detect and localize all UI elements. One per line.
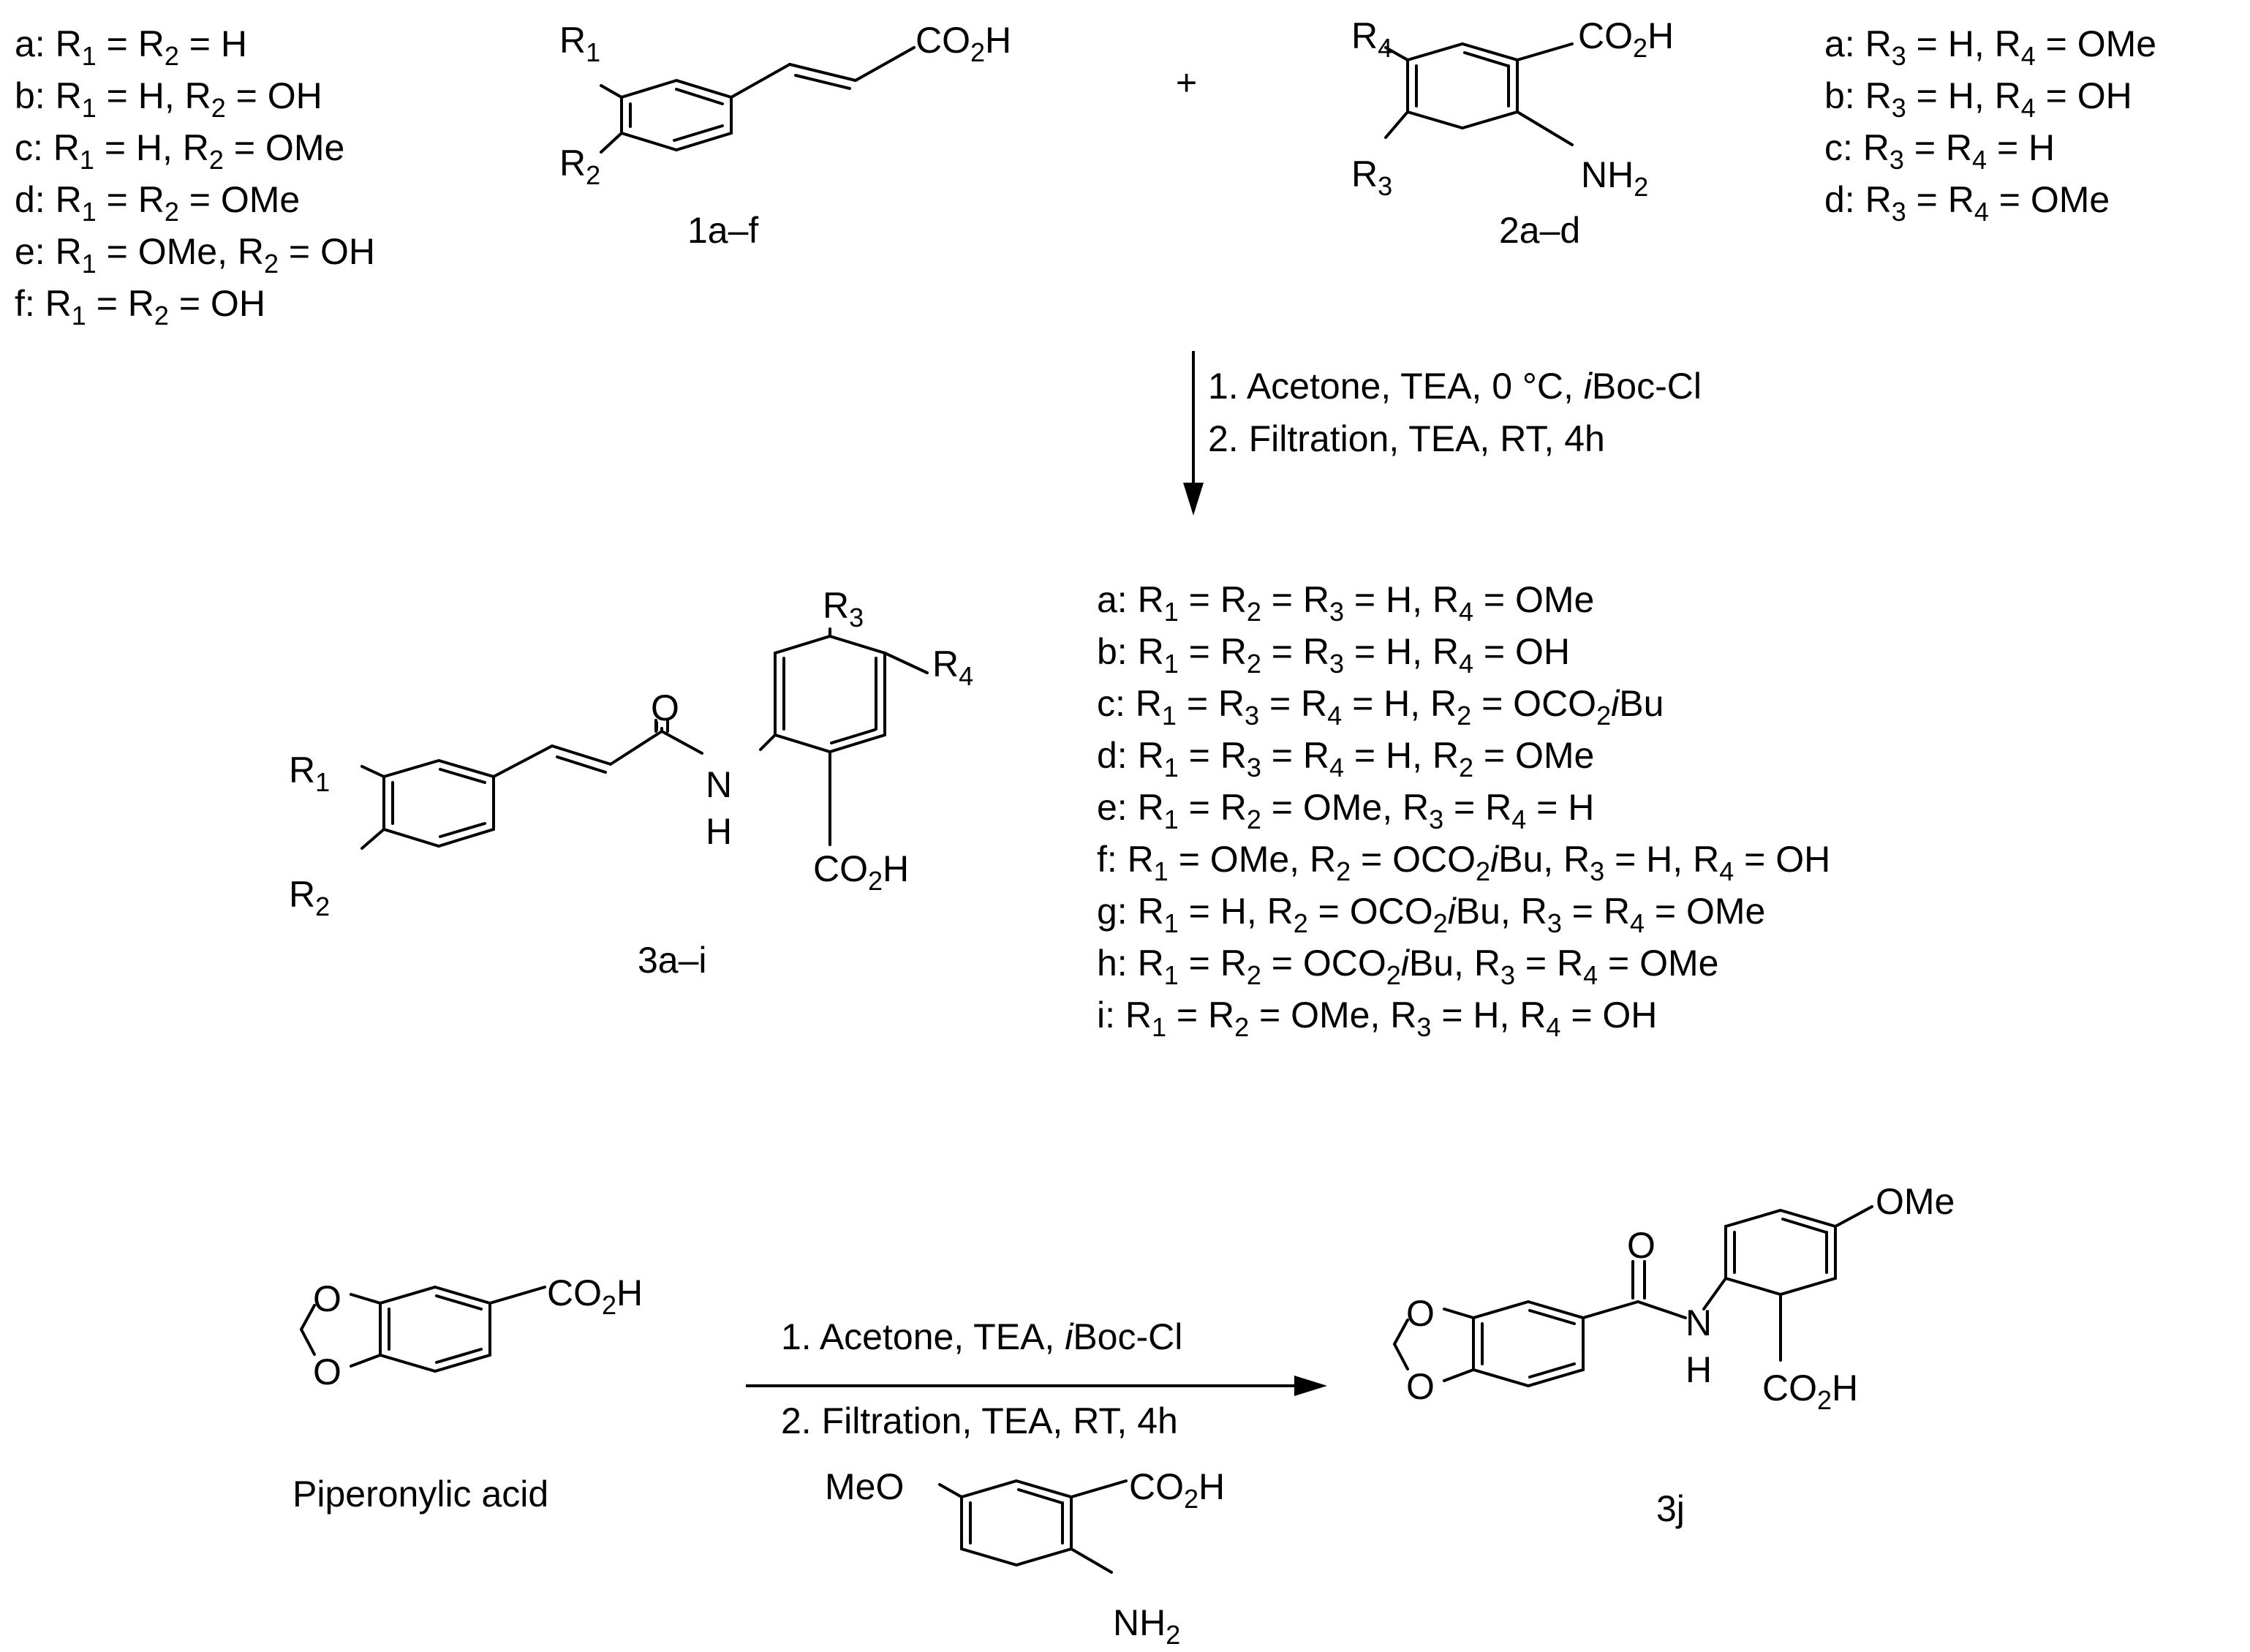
list-item: h: R1 = R2 = OCO2iBu, R3 = R4 = OMe <box>1097 943 1718 990</box>
list-item: f: R1 = OMe, R2 = OCO2iBu, R3 = H, R4 = … <box>1097 839 1830 886</box>
r3-label: R3 <box>823 585 864 633</box>
condition-step: 1. Acetone, TEA, iBoc-Cl <box>781 1316 1182 1357</box>
list-item: a: R1 = R2 = R3 = H, R4 = OMe <box>1097 579 1594 627</box>
list-item: c: R1 = H, R2 = OMe <box>15 127 344 175</box>
carboxyl-label: CO2H <box>1129 1466 1225 1514</box>
list-item: e: R1 = OMe, R2 = OH <box>15 231 375 279</box>
reaction-arrow-2 <box>746 1376 1327 1396</box>
list-item: b: R1 = R2 = R3 = H, R4 = OH <box>1097 631 1570 679</box>
list-item: i: R1 = R2 = OMe, R3 = H, R4 = OH <box>1097 995 1657 1042</box>
compound-1-structure: R1 R2 CO2H <box>559 20 1011 190</box>
amide-nitrogen: N <box>1685 1302 1712 1343</box>
carboxyl-label: CO2H <box>1578 15 1674 63</box>
list-item: g: R1 = H, R2 = OCO2iBu, R3 = R4 = OMe <box>1097 891 1765 938</box>
plus-sign: + <box>1176 62 1197 103</box>
amine-label: NH2 <box>1581 154 1648 202</box>
carbonyl-oxygen: O <box>651 687 679 728</box>
reagent-structure: MeO CO2H NH2 <box>825 1466 1225 1650</box>
list-item: f: R1 = R2 = OH <box>15 283 265 331</box>
r1-label: R1 <box>289 750 330 797</box>
conditions-1: 1. Acetone, TEA, 0 °C, iBoc-Cl 2. Filtra… <box>1208 366 1702 459</box>
list-item: c: R3 = R4 = H <box>1824 127 2055 175</box>
r4-label: R4 <box>932 644 973 691</box>
substituent-list-3: a: R1 = R2 = R3 = H, R4 = OMe b: R1 = R2… <box>1097 579 1830 1042</box>
carboxyl-label: CO2H <box>813 848 909 896</box>
carboxyl-label: CO2H <box>547 1272 643 1320</box>
oxygen-label: O <box>1406 1293 1435 1334</box>
compound-3j-structure: O O O N H OMe CO2H <box>1393 1181 1955 1415</box>
r4-label: R4 <box>1351 15 1392 63</box>
oxygen-label: O <box>1406 1366 1435 1407</box>
list-item: c: R1 = R3 = R4 = H, R2 = OCO2iBu <box>1097 683 1664 731</box>
list-item: d: R1 = R3 = R4 = H, R2 = OMe <box>1097 735 1594 782</box>
substituent-list-2: a: R3 = H, R4 = OMe b: R3 = H, R4 = OH c… <box>1824 23 2156 227</box>
amide-hydrogen: H <box>706 811 732 852</box>
amide-nitrogen: N <box>706 764 732 805</box>
compound-3-label: 3a–i <box>638 940 707 981</box>
condition-step: 2. Filtration, TEA, RT, 4h <box>781 1400 1178 1441</box>
compound-3-structure: R1 R2 R3 R4 O N H CO2H <box>289 585 973 921</box>
oxygen-label: O <box>313 1351 341 1392</box>
condition-step: 1. Acetone, TEA, 0 °C, iBoc-Cl <box>1208 366 1702 407</box>
substituent-list-1: a: R1 = R2 = H b: R1 = H, R2 = OH c: R1 … <box>15 23 375 331</box>
carbonyl-oxygen: O <box>1627 1225 1656 1266</box>
amine-label: NH2 <box>1113 1602 1180 1650</box>
carboxyl-label: CO2H <box>1762 1368 1858 1415</box>
r1-label: R1 <box>559 20 600 67</box>
methoxy-label: MeO <box>825 1466 904 1507</box>
condition-step: 2. Filtration, TEA, RT, 4h <box>1208 418 1605 459</box>
reaction-arrow-1 <box>1183 351 1204 516</box>
list-item: e: R1 = R2 = OMe, R3 = R4 = H <box>1097 787 1594 834</box>
oxygen-label: O <box>313 1278 341 1319</box>
compound-1-label: 1a–f <box>687 210 758 251</box>
amide-hydrogen: H <box>1685 1349 1712 1390</box>
list-item: b: R1 = H, R2 = OH <box>15 75 322 123</box>
compound-2-label: 2a–d <box>1499 210 1580 251</box>
carboxyl-label: CO2H <box>916 20 1011 67</box>
list-item: d: R3 = R4 = OMe <box>1824 179 2110 227</box>
r3-label: R3 <box>1351 154 1392 201</box>
compound-2-structure: R4 R3 CO2H NH2 <box>1351 15 1674 202</box>
list-item: d: R1 = R2 = OMe <box>15 179 300 227</box>
list-item: b: R3 = H, R4 = OH <box>1824 75 2132 123</box>
list-item: a: R3 = H, R4 = OMe <box>1824 23 2156 71</box>
r2-label: R2 <box>559 143 600 190</box>
piperonylic-acid-label: Piperonylic acid <box>292 1474 548 1515</box>
conditions-2: 1. Acetone, TEA, iBoc-Cl 2. Filtration, … <box>781 1316 1182 1441</box>
piperonylic-acid-structure: O O CO2H <box>300 1272 643 1392</box>
r2-label: R2 <box>289 874 330 921</box>
methoxy-label: OMe <box>1876 1181 1955 1222</box>
compound-3j-label: 3j <box>1656 1488 1685 1529</box>
list-item: a: R1 = R2 = H <box>15 23 247 71</box>
